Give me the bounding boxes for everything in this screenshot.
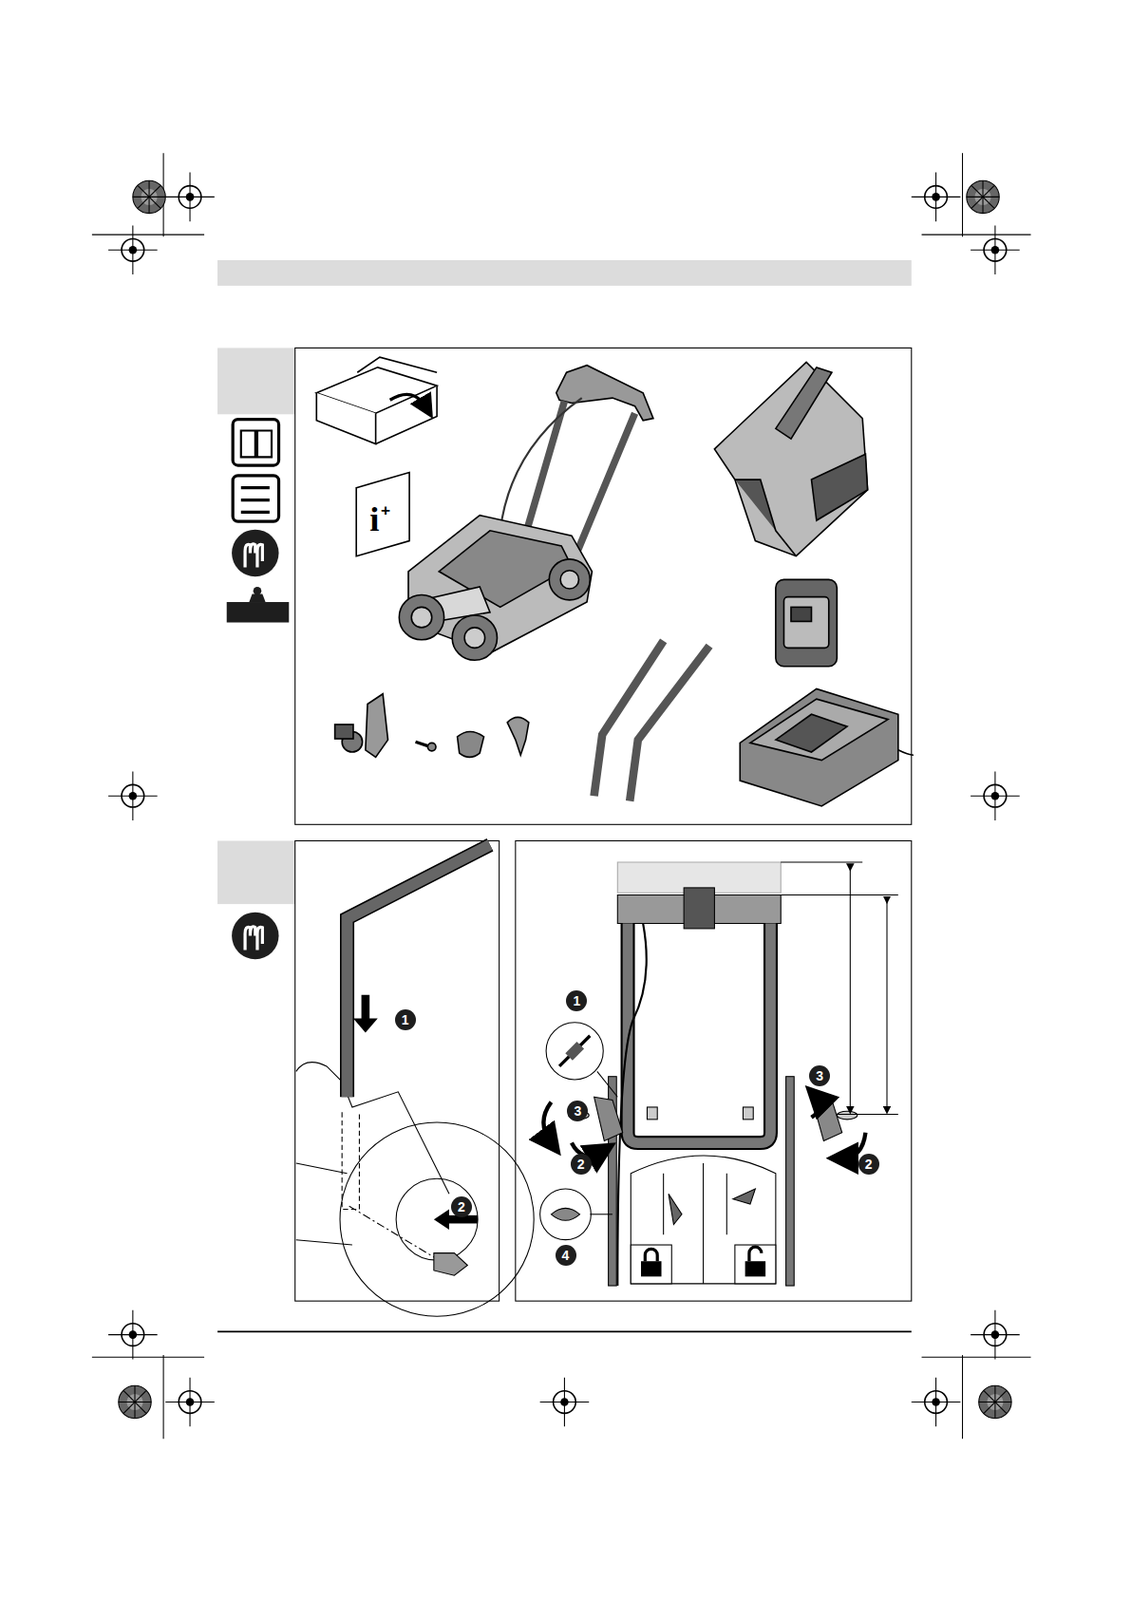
handle-insertion [296, 845, 534, 1317]
svg-text:+: + [380, 500, 391, 520]
battery-charger [739, 688, 914, 807]
callout-number: 1 [395, 1009, 416, 1031]
callout-number: 3 [809, 1065, 830, 1087]
callout-number: 4 [555, 1244, 577, 1266]
small-parts [335, 694, 529, 758]
battery-pack [775, 579, 837, 666]
callout-number: 1 [565, 990, 587, 1012]
callout-number: 2 [858, 1153, 880, 1175]
callout-number: 3 [566, 1100, 588, 1122]
crop-marks [92, 152, 1032, 1439]
lawnmower [398, 365, 654, 661]
callout-number: 2 [570, 1153, 592, 1175]
grass-box [714, 361, 868, 556]
handle-assembly [540, 862, 899, 1286]
callout-number: 2 [451, 1196, 472, 1218]
svg-text:i: i [369, 499, 379, 539]
